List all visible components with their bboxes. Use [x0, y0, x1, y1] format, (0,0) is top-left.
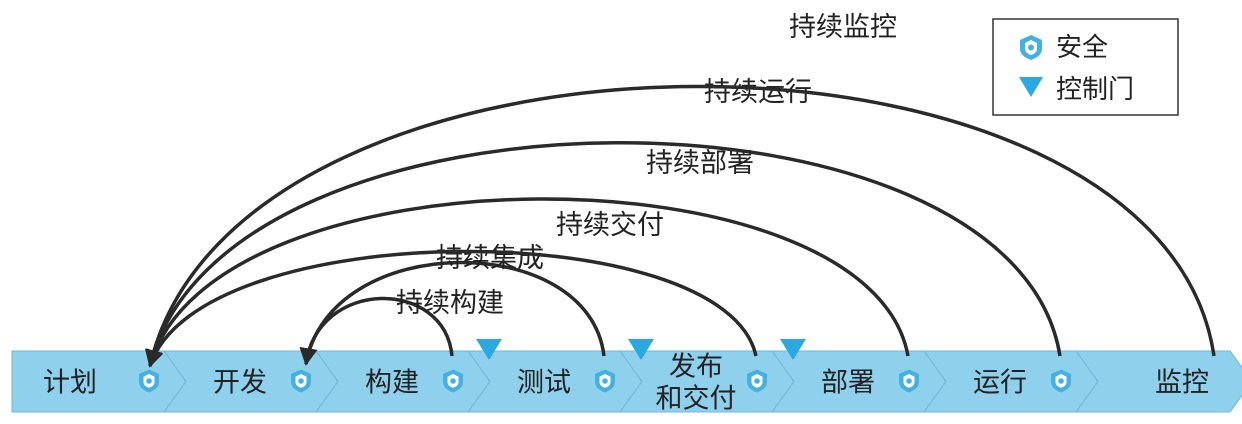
shield-icon [139, 369, 159, 393]
loop-arc-test [300, 260, 606, 366]
shield-icon [443, 369, 463, 393]
stage-label-release-line2: 和交付 [656, 384, 737, 415]
shield-icon [1051, 369, 1071, 393]
loop-label-monitor: 持续监控 [789, 12, 897, 43]
legend: 安全 控制门 [992, 18, 1179, 116]
loop-arc-operate [145, 141, 1062, 368]
stage-build: 构建 [315, 350, 491, 413]
stage-label-deploy: 部署 [821, 368, 875, 399]
stage-test: 测试 [467, 339, 643, 413]
stage-label-operate: 运行 [973, 368, 1027, 399]
loop-label-deploy: 持续部署 [646, 148, 754, 179]
loop-arc-monitor [145, 84, 1216, 368]
triangle-down-icon [1019, 77, 1043, 97]
triangle-down-icon [628, 339, 654, 360]
stage-label-develop: 开发 [213, 368, 267, 399]
loop-arc-deploy [145, 197, 910, 368]
stage-label-build: 构建 [365, 368, 419, 399]
legend-security-label: 安全 [1056, 33, 1108, 63]
stage-label-plan: 计划 [43, 368, 97, 399]
loop-label-release: 持续交付 [556, 210, 664, 241]
loop-label-build: 持续构建 [396, 288, 504, 319]
stage-monitor: 监控 [1075, 350, 1242, 413]
stage-develop: 开发 [163, 350, 339, 413]
stage-label-test: 测试 [517, 368, 571, 399]
shield-icon [1020, 35, 1042, 60]
loop-label-test: 持续集成 [436, 243, 544, 274]
stage-label-monitor: 监控 [1155, 368, 1209, 399]
stage-operate: 运行 [923, 350, 1099, 413]
legend-gate-label: 控制门 [1056, 75, 1134, 105]
shield-icon [899, 369, 919, 393]
shield-icon [291, 369, 311, 393]
legend-box [992, 18, 1179, 116]
triangle-down-icon [780, 339, 806, 360]
loop-arc-release [146, 249, 758, 368]
stage-label-release-line1: 发布 [669, 352, 723, 383]
stage-chevron [11, 350, 187, 413]
shield-icon [747, 369, 767, 393]
triangle-down-icon [476, 339, 502, 360]
stage-chevron [1075, 350, 1242, 413]
shield-icon [595, 369, 615, 393]
stage-deploy: 部署 [771, 339, 947, 413]
stage-plan: 计划 [11, 350, 187, 413]
